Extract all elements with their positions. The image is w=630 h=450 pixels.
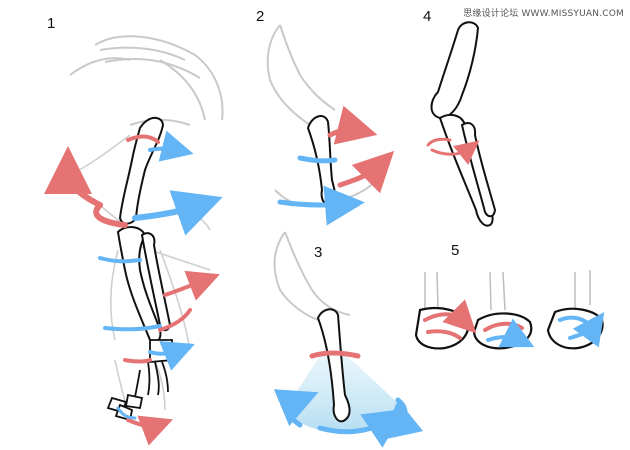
radius-bone [116, 226, 172, 343]
panel-2-shoulder [266, 24, 395, 226]
ghost-legs-5 [424, 270, 591, 311]
ghost-scapula-3 [273, 231, 351, 321]
panel-3-label: 3 [314, 244, 323, 261]
panel-1-forelimb [44, 35, 224, 446]
rotation-arrows-panel-4 [426, 137, 480, 165]
watermark: 思缘设计论坛 WWW.MISSYUAN.COM [463, 9, 624, 19]
humerus-3 [316, 308, 351, 423]
panel-3-rotation-cone [273, 231, 424, 448]
panel-1-label: 1 [47, 15, 56, 32]
humerus-4 [430, 21, 480, 120]
rotation-arrows-panel-2 [277, 105, 395, 226]
paw-b [472, 312, 533, 350]
rotation-arrows-panel-1 [44, 130, 223, 446]
panel-2-label: 2 [256, 8, 265, 25]
panel-4-label: 4 [423, 8, 432, 25]
rotation-arrows-panel-3 [273, 350, 424, 448]
humerus-bone [118, 116, 165, 225]
rotation-arrows-panel-5 [423, 299, 605, 348]
panel-5-paws [414, 270, 605, 350]
ghost-torso [69, 35, 224, 126]
panel-4-elbow [426, 21, 497, 227]
panel-5-label: 5 [451, 242, 460, 259]
radius-ulna-4 [438, 113, 497, 227]
